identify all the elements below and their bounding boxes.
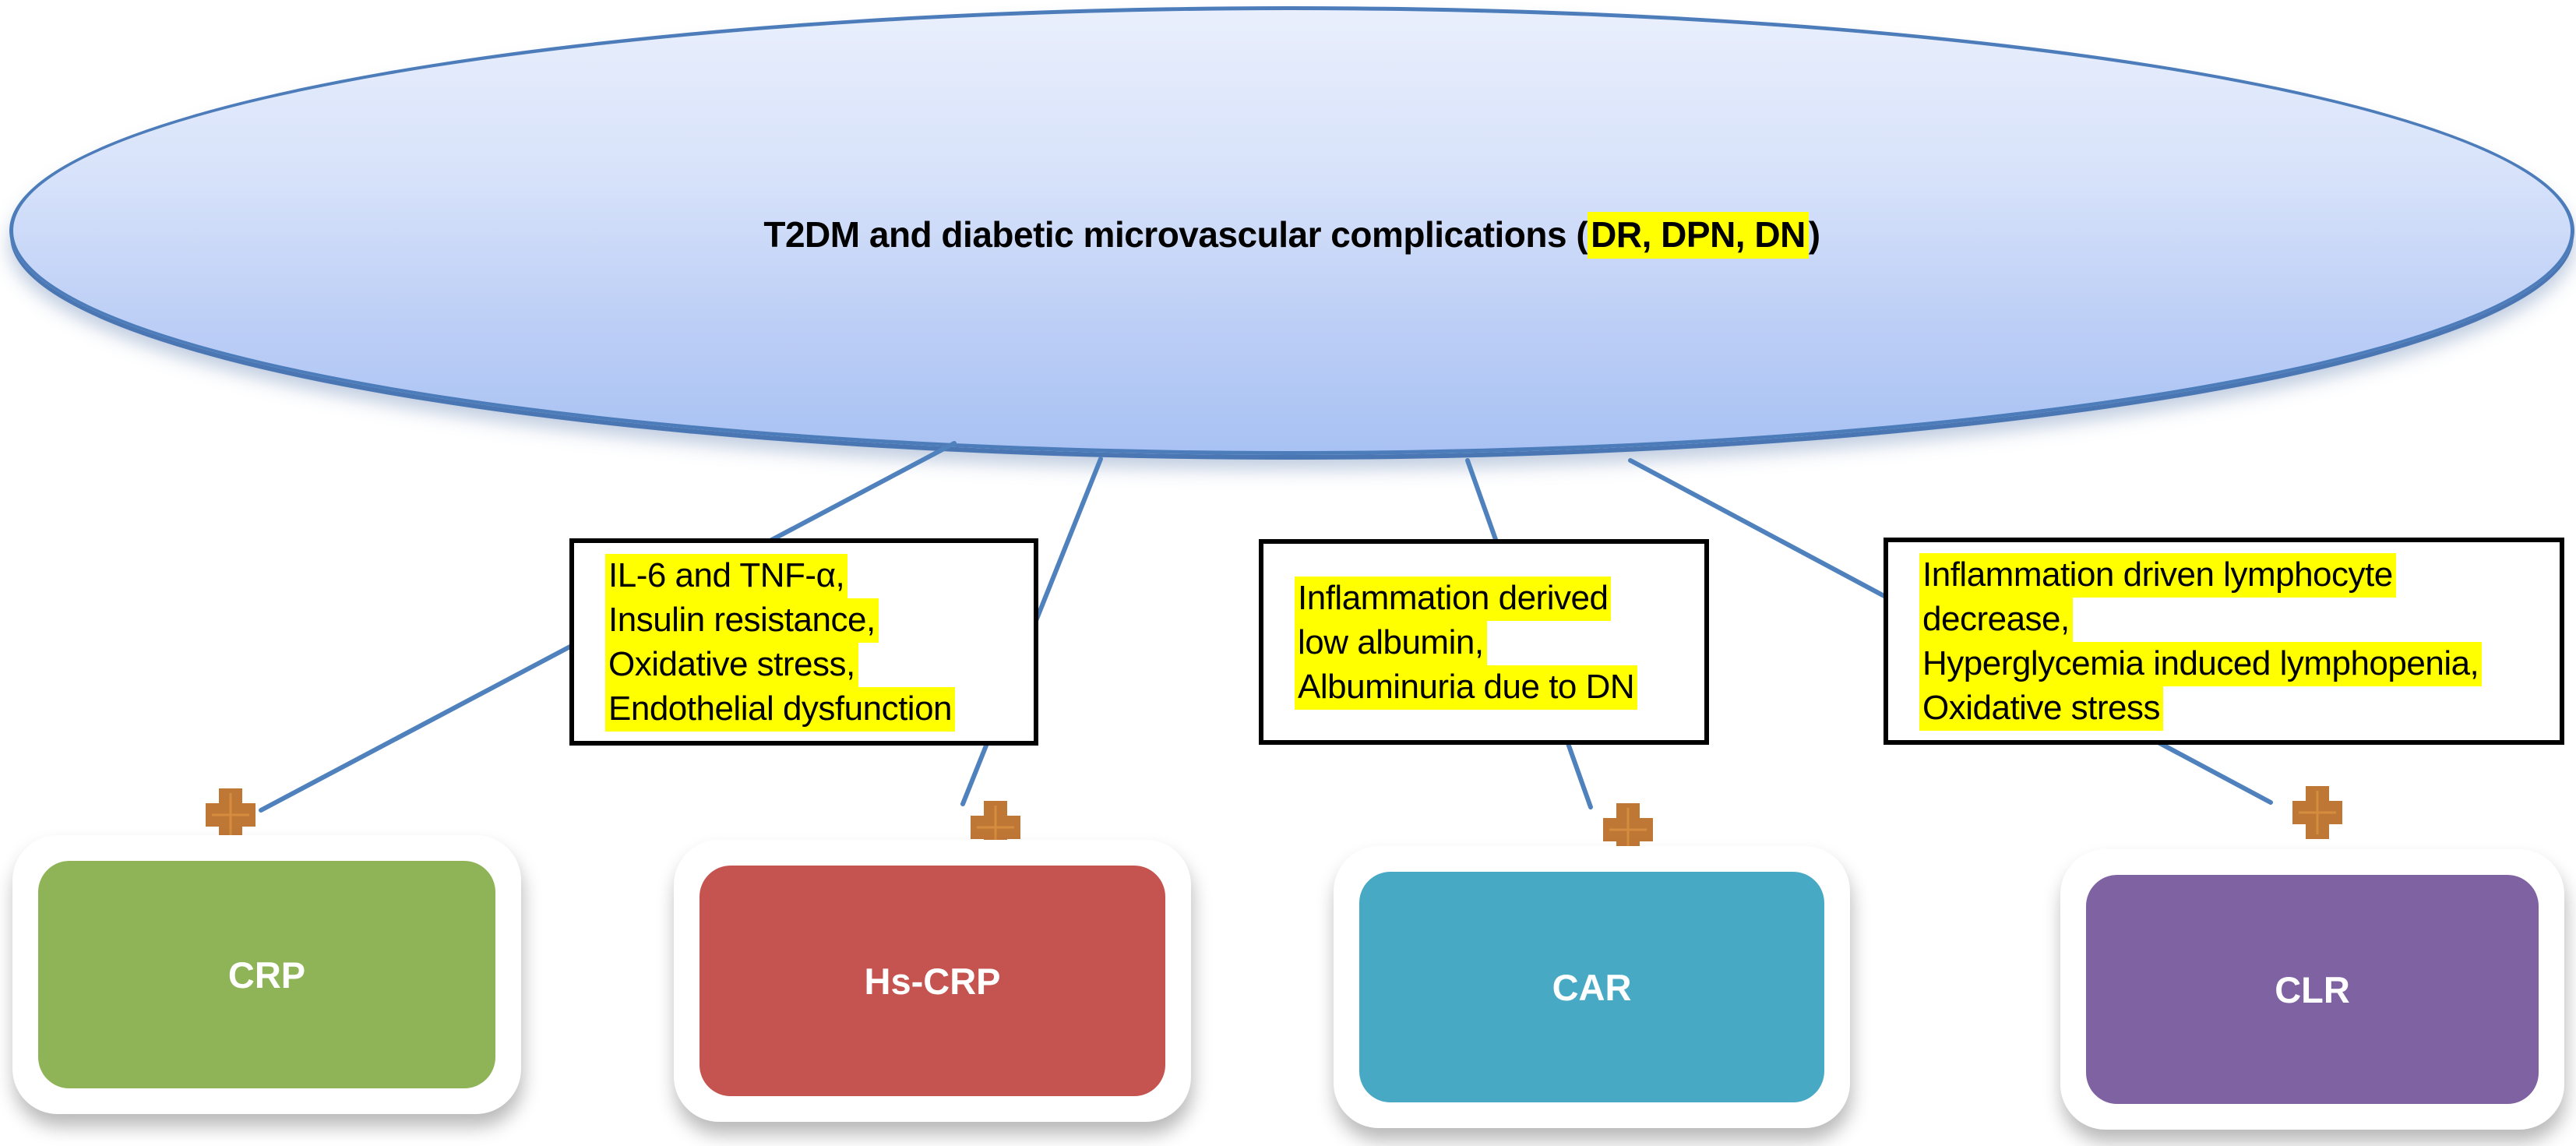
note-line: IL-6 and TNF-α, xyxy=(605,553,1034,598)
ellipse-title: T2DM and diabetic microvascular complica… xyxy=(763,212,1820,259)
highlighted-text: Endothelial dysfunction xyxy=(605,687,956,732)
highlighted-text: Inflammation driven lymphocyte xyxy=(1919,553,2396,598)
marker-box-crp-label: CRP xyxy=(227,954,306,996)
marker-box-hscrp-label: Hs-CRP xyxy=(864,960,1001,1002)
t2dm-ellipse: T2DM and diabetic microvascular complica… xyxy=(9,6,2574,455)
highlighted-text: Insulin resistance, xyxy=(605,598,879,643)
note-line: Insulin resistance, xyxy=(605,598,1034,643)
plus-icon xyxy=(1603,803,1653,856)
ellipse-title-highlight: DR, DPN, DN xyxy=(1588,212,1809,259)
highlighted-text: Albuminuria due to DN xyxy=(1295,665,1638,710)
marker-box-clr: CLR xyxy=(2060,849,2564,1130)
marker-box-clr-label: CLR xyxy=(2275,968,2350,1010)
note-box-car-mechanisms: Inflammation derived low albumin, Albumi… xyxy=(1259,539,1709,745)
highlighted-text: Oxidative stress, xyxy=(605,643,858,687)
ellipse-title-suffix: ) xyxy=(1808,214,1820,255)
plus-inner-cross xyxy=(2299,791,2336,834)
plus-inner-cross xyxy=(212,793,249,837)
plus-icon xyxy=(206,788,255,841)
highlighted-text: IL-6 and TNF-α, xyxy=(605,554,848,598)
marker-box-crp-fill xyxy=(38,861,495,1088)
note-box-crp-mechanisms: IL-6 and TNF-α, Insulin resistance, Oxid… xyxy=(569,538,1038,746)
note-line: Oxidative stress xyxy=(1919,686,2560,731)
highlighted-text: Hyperglycemia induced lymphopenia, xyxy=(1919,642,2483,686)
note-line: low albumin, xyxy=(1295,620,1704,665)
note-box-clr-mechanisms: Inflammation driven lymphocyte decrease,… xyxy=(1884,538,2564,745)
note-line: Oxidative stress, xyxy=(605,642,1034,687)
note-line: Hyperglycemia induced lymphopenia, xyxy=(1919,641,2560,686)
marker-box-car: CAR xyxy=(1334,846,1850,1128)
note-line: Albuminuria due to DN xyxy=(1295,665,1704,710)
note-line: decrease, xyxy=(1919,597,2560,642)
marker-box-hscrp: Hs-CRP xyxy=(674,840,1191,1122)
highlighted-text: Inflammation derived xyxy=(1295,576,1612,621)
marker-box-hscrp-fill xyxy=(700,866,1165,1096)
highlighted-text: low albumin, xyxy=(1295,620,1487,665)
marker-box-car-fill xyxy=(1359,872,1824,1102)
plus-icon xyxy=(2292,786,2342,839)
note-line: Endothelial dysfunction xyxy=(605,686,1034,732)
marker-box-clr-fill xyxy=(2086,875,2539,1104)
ellipse-title-prefix: T2DM and diabetic microvascular complica… xyxy=(763,214,1588,255)
marker-box-car-label: CAR xyxy=(1552,966,1632,1008)
highlighted-text: Oxidative stress xyxy=(1919,686,2163,731)
plus-inner-cross xyxy=(1609,808,1647,852)
note-line: Inflammation derived xyxy=(1295,576,1704,621)
note-line: Inflammation driven lymphocyte xyxy=(1919,552,2560,598)
highlighted-text: decrease, xyxy=(1919,598,2073,642)
marker-box-crp: CRP xyxy=(12,835,521,1114)
